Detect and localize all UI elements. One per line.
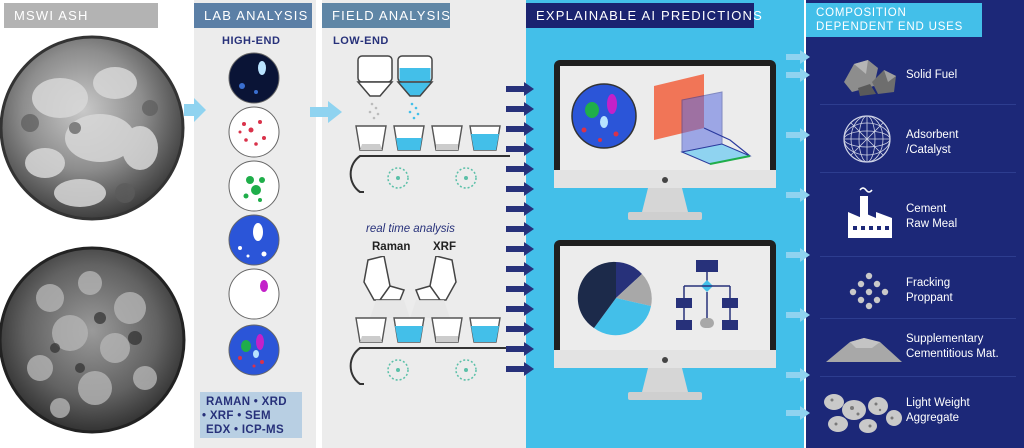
lab-technique-line-1: RAMAN • XRD bbox=[206, 396, 287, 408]
end-use-label: Cement Raw Meal bbox=[906, 203, 958, 230]
end-use-label: Light Weight Aggregate bbox=[906, 397, 970, 424]
end-uses-header: COMPOSITION DEPENDENT END USES bbox=[806, 3, 982, 37]
end-use-label: Solid Fuel bbox=[906, 69, 958, 81]
end-use-divider bbox=[820, 172, 1016, 173]
end-use-divider bbox=[820, 376, 1016, 377]
end-use-divider bbox=[820, 256, 1016, 257]
end-use-cement-raw-meal: Cement Raw Meal bbox=[808, 180, 1024, 238]
end-use-label: Adsorbent /Catalyst bbox=[906, 129, 959, 156]
mswi-header: MSWI ASH bbox=[4, 3, 158, 28]
ai-header: EXPLAINABLE AI PREDICTIONS bbox=[526, 3, 762, 28]
ai-monitor-bottom bbox=[554, 240, 776, 400]
realtime-analysis-label: real time analysis bbox=[366, 223, 455, 235]
field-conveyor-top bbox=[349, 55, 510, 193]
dots-icon bbox=[849, 272, 889, 310]
geodesic-sphere-icon bbox=[843, 115, 891, 163]
powder-pile-icon bbox=[826, 338, 902, 362]
end-use-label: Supplementary Cementitious Mat. bbox=[906, 333, 999, 360]
field-conveyor-bottom bbox=[349, 256, 510, 385]
lab-technique-line-3: EDX • ICP-MS bbox=[206, 424, 284, 436]
end-use-solid-fuel: Solid Fuel bbox=[808, 46, 1024, 102]
lab-technique-line-2: • XRF • SEM bbox=[202, 410, 271, 422]
lab-header: LAB ANALYSIS bbox=[194, 3, 312, 28]
arrow-right-icon bbox=[310, 101, 342, 123]
end-use-divider bbox=[820, 318, 1016, 319]
lab-techniques-box bbox=[200, 392, 302, 438]
end-use-label: Fracking Proppant bbox=[906, 277, 953, 304]
ash-micrograph-top bbox=[0, 35, 185, 221]
field-subtitle: LOW-END bbox=[333, 35, 389, 47]
end-use-fracking-proppant: Fracking Proppant bbox=[808, 262, 1024, 318]
data-flow-arrows-icon bbox=[506, 82, 534, 376]
end-use-adsorbent-catalyst: Adsorbent /Catalyst bbox=[808, 110, 1024, 166]
lab-spectral-maps bbox=[228, 52, 280, 376]
end-use-supplementary-cementitious: Supplementary Cementitious Mat. bbox=[808, 322, 1024, 378]
end-uses-panel bbox=[806, 0, 1024, 448]
aggregate-icon bbox=[824, 394, 902, 433]
end-use-light-weight-aggregate: Light Weight Aggregate bbox=[808, 384, 1024, 440]
end-use-arrows-icon bbox=[786, 50, 810, 420]
lab-subtitle: HIGH-END bbox=[222, 35, 281, 47]
arrow-right-icon bbox=[184, 98, 206, 122]
xrf-label: XRF bbox=[433, 241, 456, 253]
rocks-icon bbox=[844, 60, 896, 96]
ash-micrograph-bottom bbox=[0, 246, 186, 434]
raman-label: Raman bbox=[372, 241, 411, 253]
end-use-divider bbox=[820, 104, 1016, 105]
field-header: FIELD ANALYSIS bbox=[322, 3, 450, 28]
ai-monitor-top bbox=[554, 60, 776, 220]
factory-icon bbox=[848, 187, 892, 238]
